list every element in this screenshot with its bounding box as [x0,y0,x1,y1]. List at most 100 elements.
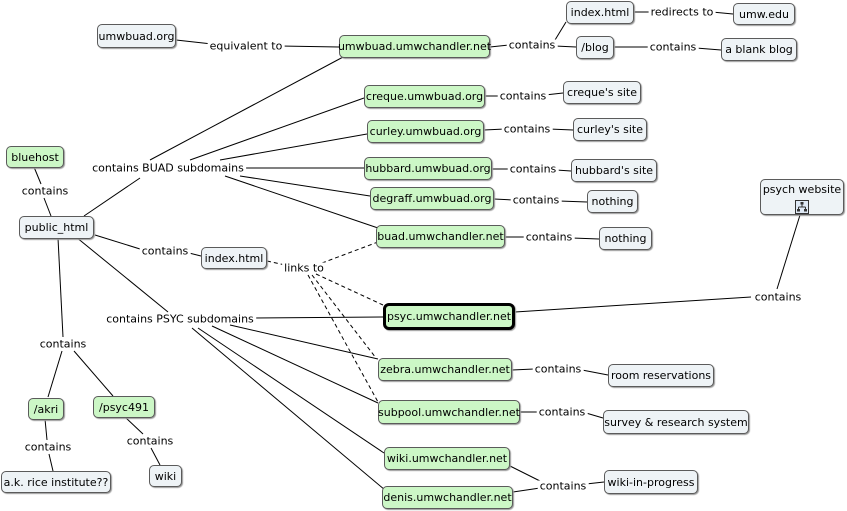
node-akri[interactable]: /akri [28,398,64,420]
edge-contains-index [188,252,202,257]
edge-public-index-contains [94,234,141,250]
label-psyc-subdomains: contains PSYC subdomains [104,312,256,326]
label-contains-umwbuad: contains [506,38,558,52]
edge-root-akri [47,350,63,398]
node-wiki-folder[interactable]: wiki [149,465,182,487]
node-umwbuad-subdomain[interactable]: umwbuad.umwchandler.net [338,35,491,58]
edge-contains-akri-site [48,453,54,472]
node-wiki-progress[interactable]: wiki-in-progress [604,470,698,494]
edge-psyc-subs-zebra [229,324,379,360]
edge-contains-wiki-progress [585,481,605,485]
psych-website-label: psych website [762,183,842,196]
edge-psyc-subs-wiki [197,327,385,454]
edge-psyc-subs-denis [191,327,386,491]
edge-psyc-subs-psyc [249,316,385,319]
node-public-html[interactable]: public_html [19,216,94,239]
node-wiki-subdomain[interactable]: wiki.umwchandler.net [384,447,510,470]
node-degraff-site[interactable]: nothing [587,190,638,213]
edge-index-links [266,260,286,266]
edge-root-psyc491 [73,350,114,397]
edge-psyc-subs-subpool [211,325,379,404]
node-creque-site[interactable]: creque's site [563,81,641,104]
label-contains-root: contains [37,337,89,351]
edge-contains-index-umwbuad [554,21,567,41]
node-zebra-site[interactable]: room reservations [608,364,714,387]
edge-buad-buad [224,175,379,229]
node-degraff[interactable]: degraff.umwbuad.org [370,187,494,210]
label-contains-creque: contains [497,89,549,103]
label-contains-degraff: contains [510,193,562,207]
label-contains-bluehost: contains [19,184,71,198]
label-contains-index: contains [139,244,191,258]
edge-public-buad [83,177,141,217]
node-blog[interactable]: /blog [576,36,614,59]
label-contains-psyc491: contains [124,434,176,448]
edge-equiv-umwbuad-sub [279,45,340,48]
edge-degraff-contains [493,198,515,201]
edge-contains-curley-site [548,128,574,131]
label-buad-subdomains: contains BUAD subdomains [90,161,246,175]
edge-buad-creque [189,97,365,161]
edge-contains-blog [554,45,577,48]
node-index-umwbuad[interactable]: index.html [566,1,634,24]
edge-curley-contains [483,128,506,131]
node-akri-site[interactable]: a.k. rice institute?? [1,471,111,493]
node-denis[interactable]: denis.umwchandler.net [382,486,513,509]
edge-redirects-umw [711,11,734,15]
node-psyc491[interactable]: /psyc491 [93,396,155,418]
node-subpool[interactable]: subpool.umwchandler.net [378,400,520,424]
label-equivalent-to: equivalent to [207,39,285,53]
edge-umwbuad-sub-contains [489,44,510,48]
edge-zebra-contains [511,368,535,371]
edge-contains-survey [585,412,604,419]
label-contains-psych: contains [752,290,804,304]
edge-psyc-contains-psych [514,296,752,313]
edge-links-buad [321,241,379,264]
node-creque[interactable]: creque.umwbuad.org [364,85,485,108]
node-index-root[interactable]: index.html [201,247,267,269]
node-subpool-site[interactable]: survey & research system [603,410,749,434]
node-curley[interactable]: curley.umwbuad.org [367,120,484,143]
node-hubbard[interactable]: hubbard.umwbuad.org [364,157,492,180]
label-contains-curley: contains [501,122,553,136]
label-contains-hubbard: contains [507,162,559,176]
label-contains-buad: contains [523,230,575,244]
edge-psyc491-contains [124,416,144,435]
edge-wiki-contains [509,465,541,482]
edge-links-zebra [311,274,377,359]
edge-buad-degraff [239,175,371,197]
edge-contains-buad-site [571,237,600,240]
label-links-to: links to [282,261,326,275]
node-psych-website[interactable]: psych website [760,179,844,215]
node-umw-edu[interactable]: umw.edu [733,3,795,25]
edge-contains-hubbard-site [555,169,572,172]
edge-buad-umwbuad-sub [149,55,346,161]
node-curley-site[interactable]: curley's site [573,118,647,141]
edge-denis-contains [512,487,541,493]
label-redirects-to: redirects to [648,5,716,19]
edge-bluehost-contains [33,166,42,185]
edge-contains-blank-blog [695,47,722,51]
edge-links-subpool [307,274,379,403]
node-blank-blog[interactable]: a blank blog [721,38,797,61]
edge-links-psyc [315,273,384,306]
node-psyc[interactable]: psyc.umwchandler.net [383,303,515,330]
label-contains-zebra: contains [532,362,584,376]
edge-contains-psych-website [776,214,801,290]
node-hubbard-site[interactable]: hubbard's site [571,159,657,182]
edge-umwbuad-equiv [175,39,213,45]
label-contains-subpool: contains [536,405,588,419]
node-buad[interactable]: buad.umwchandler.net [376,225,505,248]
node-umwbuad-org[interactable]: umwbuad.org [97,24,176,48]
label-contains-akri: contains [22,440,74,454]
edge-contains-public [43,197,52,217]
node-buad-site[interactable]: nothing [599,227,652,250]
edge-buad-curley [219,133,368,161]
edge-akri-contains [44,418,48,441]
label-contains-wiki: contains [537,479,589,493]
node-zebra[interactable]: zebra.umwchandler.net [378,358,512,381]
sitemap-icon[interactable] [795,200,809,214]
node-bluehost[interactable]: bluehost [6,146,64,168]
edge-contains-degraff-site [558,200,588,203]
